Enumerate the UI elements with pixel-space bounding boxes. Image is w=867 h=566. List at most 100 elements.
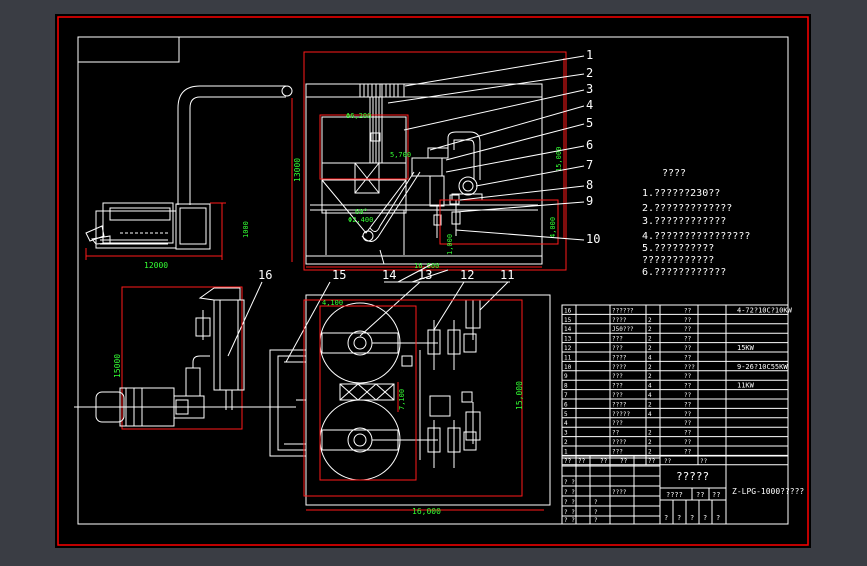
dryer-dimensions: 13000 15,000 4,000 1,000 16,000 Φ6,200 5…: [291, 51, 567, 271]
bom-cell-no: 7: [564, 392, 568, 399]
motor-pump-side: 15000: [74, 286, 296, 430]
hot-air-grid: [359, 83, 405, 98]
dim-16000-top: 16,000: [414, 262, 439, 270]
left-cell-1: ? ?: [564, 479, 575, 486]
dim-4000: 4,000: [549, 217, 557, 238]
bom-cell-name: ????: [612, 317, 627, 324]
callout-14: 14: [382, 268, 396, 282]
drawing-number: Z-LPG-1000?????: [732, 487, 804, 496]
left-cell-5: ? ?: [564, 517, 575, 524]
dimension-1000: 1000: [210, 202, 250, 256]
callout-16: 16: [258, 268, 272, 282]
callout-6: 6: [586, 138, 593, 152]
callout-numbers: 1 2 3 4 5 6 7 8 9 10 11 12 13 14 15 16: [258, 48, 600, 282]
plan-view: [269, 294, 551, 506]
bom-cell-name: ????: [612, 364, 627, 371]
note-line-7: 6.????????????: [642, 267, 726, 278]
bom-header-cell: ??: [700, 458, 708, 465]
bom-cell-no: 8: [564, 383, 568, 390]
dim-5700: 5,700: [390, 151, 411, 159]
bom-cell-name: ???: [612, 392, 623, 399]
bom-cell-remark: 9-26?10C55KW: [737, 363, 788, 371]
bom-cell-name: ???: [612, 448, 623, 455]
left-label-4: ?: [594, 517, 598, 524]
drawing-frame: [77, 36, 789, 525]
bom-cell-name: J50???: [612, 326, 634, 333]
dim-angle60: 60°: [355, 208, 368, 216]
callout-5: 5: [586, 116, 593, 130]
bom-cell-mat: ??: [684, 430, 692, 437]
callout-3: 3: [586, 82, 593, 96]
bom-cell-qty: 2: [648, 430, 652, 437]
note-line-1: 1.??????230??: [642, 188, 720, 199]
left-label-2: ?: [594, 499, 598, 506]
left-cell-3: ? ?: [564, 499, 575, 506]
bom-cell-name: ????: [612, 401, 627, 408]
callout-7: 7: [586, 158, 593, 172]
bom-cell-qty: 4: [648, 354, 652, 361]
dim-12000: 12000: [144, 261, 168, 270]
bom-cell-qty: 4: [648, 411, 652, 418]
callout-13: 13: [418, 268, 432, 282]
note-line-2: 2.?????????????: [642, 203, 732, 214]
bom-cell-no: 3: [564, 430, 568, 437]
bom-cell-no: 11: [564, 354, 572, 361]
bom-cell-no: 5: [564, 411, 568, 418]
scale-cell-2: ??: [696, 491, 704, 499]
callout-10: 10: [586, 232, 600, 246]
bom-cell-no: 16: [564, 307, 572, 314]
dim-15000-plan: 15,000: [515, 381, 524, 410]
dim-16000-plan: 16,000: [412, 507, 441, 516]
bottom-cell-4: ?: [703, 514, 707, 522]
dim-15000-right: 15,000: [555, 147, 563, 172]
bom-header-cell: ??: [664, 458, 672, 465]
dryer-elevation: [305, 83, 543, 265]
callout-2: 2: [586, 66, 593, 80]
bom-cell-remark: 11KW: [737, 382, 755, 390]
bom-cell-no: 6: [564, 401, 568, 408]
bom-cell-no: 10: [564, 364, 572, 371]
bom-cell-mat: ??: [684, 336, 692, 343]
dim-15000-left: 15000: [113, 354, 122, 378]
bom-cell-qty: 2: [648, 373, 652, 380]
bom-cell-remark: 15KW: [737, 344, 755, 352]
bom-cell-mat: ???: [684, 364, 695, 371]
callout-leaders: [227, 55, 585, 363]
bom-cell-no: 4: [564, 420, 568, 427]
technical-notes: ???? 1.??????230?? 2.????????????? 3.???…: [642, 168, 750, 278]
dim-7100: 7,100: [398, 389, 406, 410]
bom-cell-mat: ??: [684, 411, 692, 418]
bom-cell-qty: 2: [648, 336, 652, 343]
bom-cell-no: 12: [564, 345, 572, 352]
bom-cell-qty: 2: [648, 345, 652, 352]
left-cell-2: ? ?: [564, 489, 575, 496]
bom-cell-mat: ??: [684, 383, 692, 390]
bom-cell-qty: 2: [648, 448, 652, 455]
bom-cell-no: 1: [564, 448, 568, 455]
bom-cell-mat: ??: [684, 439, 692, 446]
callout-12: 12: [460, 268, 474, 282]
bom-cell-name: ???: [612, 420, 623, 427]
note-line-3: 3.????????????: [642, 216, 726, 227]
bottom-cell-5: ?: [716, 514, 720, 522]
callout-11: 11: [500, 268, 514, 282]
dim-phi2400: Φ2,400: [348, 216, 373, 224]
bom-header-cell: ??: [600, 458, 608, 465]
dim-4100: 4,100: [322, 299, 343, 307]
bom-cell-no: 14: [564, 326, 572, 333]
dim-1000: 1000: [242, 221, 250, 238]
bom-header-cell: ??: [620, 458, 628, 465]
bom-cell-no: 2: [564, 439, 568, 446]
bom-cell-mat: ??: [684, 401, 692, 408]
bom-cell-mat: ??: [684, 420, 692, 427]
bom-cell-qty: 2: [648, 439, 652, 446]
drawing-sheet: [55, 14, 811, 548]
bom-cell-name: ???: [612, 336, 623, 343]
bom-cell-qty: 2: [648, 401, 652, 408]
bom-cell-qty: 2: [648, 317, 652, 324]
title-block: ????? Z-LPG-1000????? ???? ?? ?? ? ? ? ?…: [561, 455, 804, 525]
bom-cell-mat: ??: [684, 345, 692, 352]
callout-4: 4: [586, 98, 593, 112]
